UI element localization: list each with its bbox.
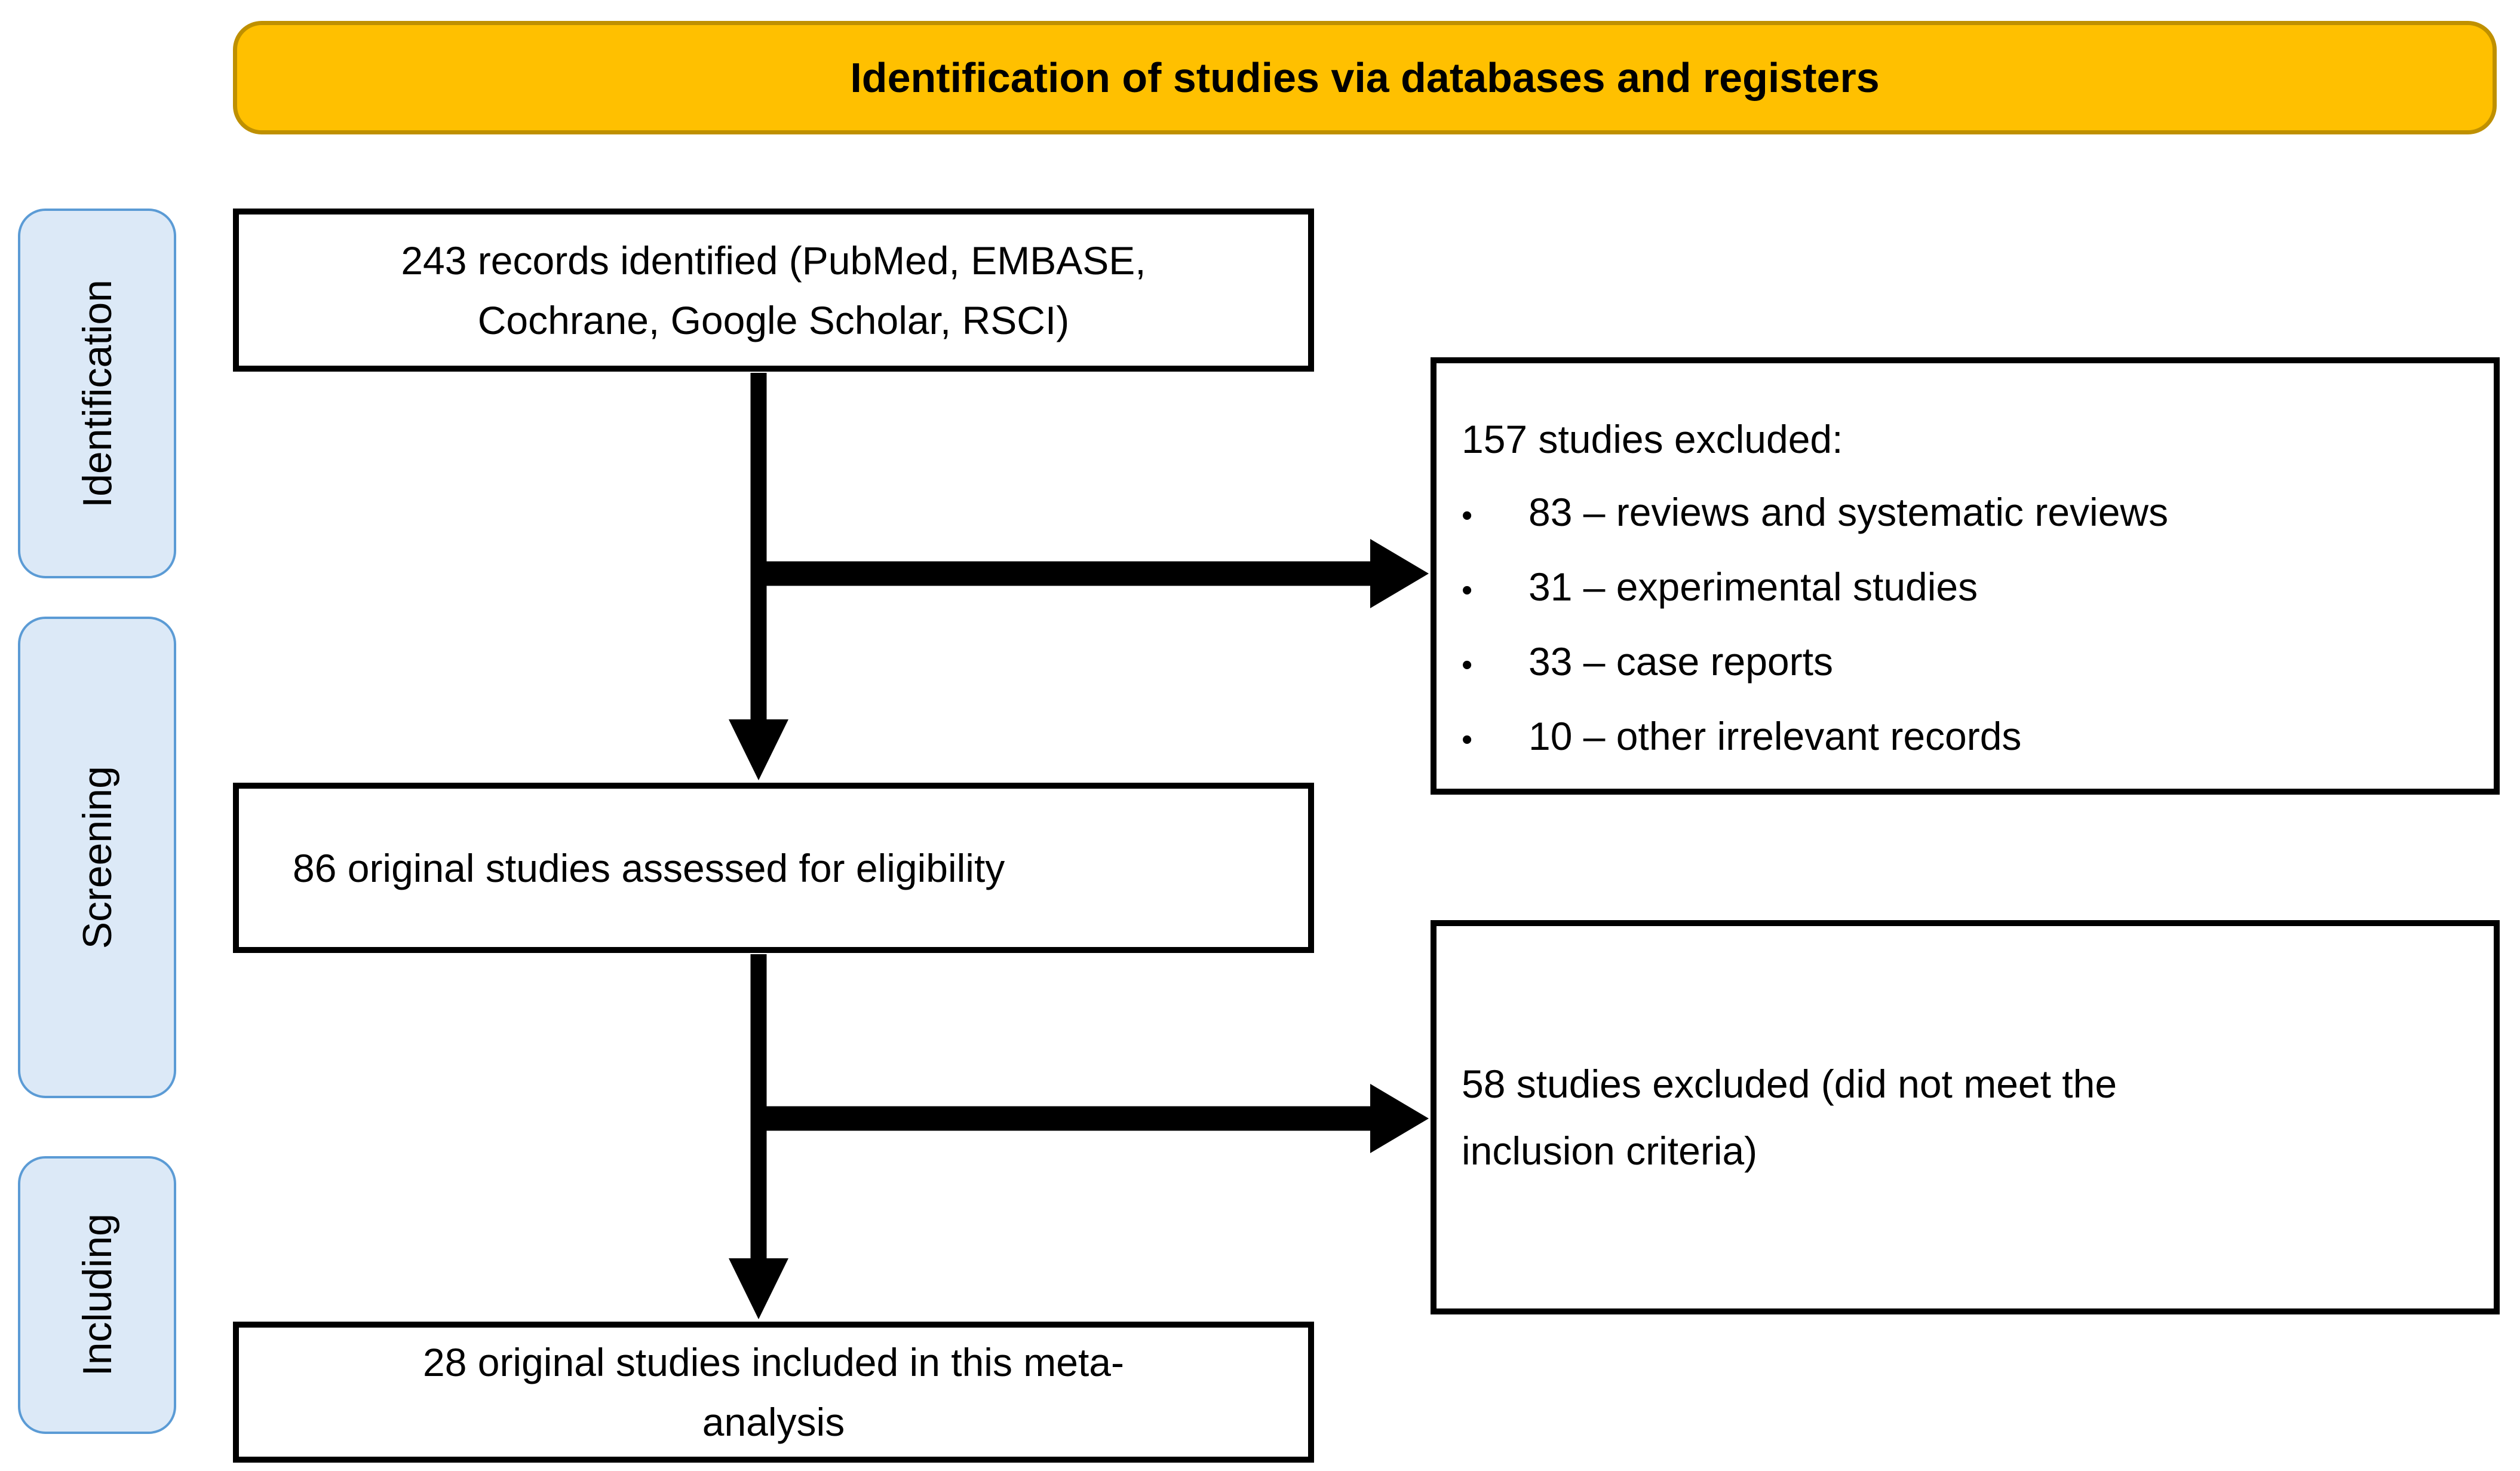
box-excluded-second: 58 studies excluded (did not meet the in… xyxy=(1431,920,2500,1314)
box-studies-included: 28 original studies included in this met… xyxy=(233,1322,1314,1463)
bullet-icon: • xyxy=(1462,722,1473,757)
studies-included-line-2: analysis xyxy=(702,1400,845,1444)
stage-label-identification: Identification xyxy=(18,209,176,578)
excluded-list-item: • 31 – experimental studies xyxy=(1462,551,2476,626)
stage-label-including: Including xyxy=(18,1156,176,1434)
box-studies-assessed: 86 original studies assessed for eligibi… xyxy=(233,783,1314,953)
stage-text-including: Including xyxy=(74,1213,120,1377)
studies-included-line-1: 28 original studies included in this met… xyxy=(423,1340,1124,1384)
excluded-second-line-1: 58 studies excluded (did not meet the xyxy=(1462,1062,2117,1106)
studies-assessed-text: 86 original studies assessed for eligibi… xyxy=(293,845,1005,890)
records-identified-line-1: 243 records identified (PubMed, EMBASE, xyxy=(401,238,1146,283)
bullet-icon: • xyxy=(1462,498,1473,533)
excluded-item-text: 31 – experimental studies xyxy=(1528,565,1978,609)
stage-text-screening: Screening xyxy=(74,765,120,949)
records-identified-line-2: Cochrane, Google Scholar, RSCI) xyxy=(477,298,1070,342)
arrow-branch-to-excluded-first xyxy=(751,539,1429,608)
arrow-assessed-to-included xyxy=(729,954,788,1319)
diagram-title: Identification of studies via databases … xyxy=(850,54,1880,101)
excluded-item-text: 10 – other irrelevant records xyxy=(1528,714,2022,758)
excluded-second-line-2: inclusion criteria) xyxy=(1462,1129,1758,1173)
excluded-item-text: 33 – case reports xyxy=(1528,639,1833,684)
arrow-identified-to-assessed xyxy=(729,373,788,780)
stage-label-screening: Screening xyxy=(18,617,176,1098)
stage-text-identification: Identification xyxy=(74,279,120,508)
box-records-identified: 243 records identified (PubMed, EMBASE, … xyxy=(233,209,1314,372)
excluded-list-item: • 33 – case reports xyxy=(1462,626,2476,701)
arrow-branch-to-excluded-second xyxy=(751,1084,1429,1153)
bullet-icon: • xyxy=(1462,648,1473,682)
bullet-icon: • xyxy=(1462,573,1473,608)
excluded-item-text: 83 – reviews and systematic reviews xyxy=(1528,490,2169,534)
excluded-first-heading: 157 studies excluded: xyxy=(1462,417,1843,461)
title-banner: Identification of studies via databases … xyxy=(233,21,2497,134)
box-excluded-first: 157 studies excluded: • 83 – reviews and… xyxy=(1431,357,2500,795)
excluded-list-item: • 83 – reviews and systematic reviews xyxy=(1462,477,2476,551)
excluded-list-item: • 10 – other irrelevant records xyxy=(1462,701,2476,776)
excluded-first-list: • 83 – reviews and systematic reviews • … xyxy=(1462,477,2476,776)
